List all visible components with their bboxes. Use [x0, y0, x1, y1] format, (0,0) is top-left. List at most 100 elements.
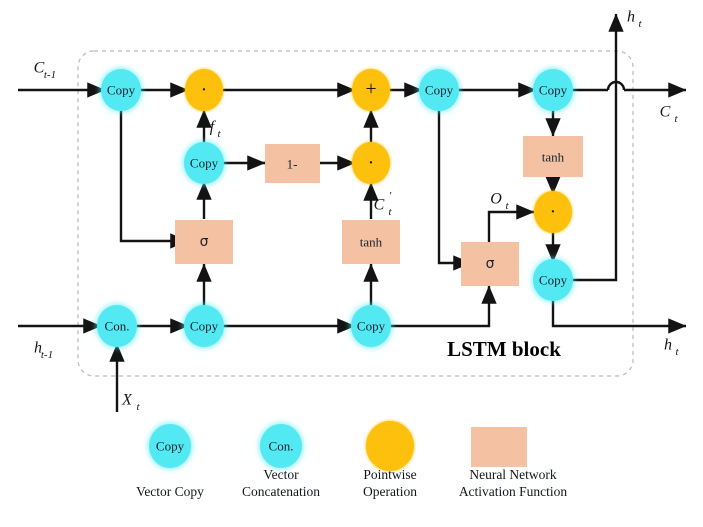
node-label: tanh — [542, 150, 565, 165]
node-sigma-output[interactable]: σ — [461, 242, 519, 286]
legend-activation-icon — [471, 427, 527, 467]
node-label: σ — [486, 256, 495, 272]
label-candidate: C ' t — [374, 190, 393, 218]
pointwise-op-shape — [534, 191, 572, 233]
legend-caption-line1: Vector Copy — [136, 484, 204, 499]
vector-copy-shape — [184, 142, 224, 184]
label-base: C — [34, 60, 45, 77]
legend-caption-line2: Operation — [363, 484, 417, 499]
legend: Copy Vector Copy Con. Vector Concatenati… — [136, 421, 567, 499]
vector-copy-shape — [101, 69, 141, 111]
wire-hidden-out-right — [551, 297, 687, 334]
legend-item-vector-concat: Con. Vector Concatenation — [242, 424, 320, 499]
node-copy-cell-2[interactable]: Copy — [533, 69, 573, 111]
wire-hidden-out-top — [570, 13, 624, 282]
node-copy-hidden[interactable]: Copy — [533, 259, 573, 301]
activation-box-shape — [523, 136, 583, 177]
label-input-xt: X t — [121, 392, 140, 414]
wire-group — [18, 13, 687, 412]
node-label: Copy — [539, 273, 568, 288]
legend-item-activation: Neural Network Activation Function — [459, 427, 568, 499]
label-subscript: t — [674, 113, 678, 125]
node-label: σ — [200, 234, 209, 250]
legend-caption-line2: Activation Function — [459, 484, 568, 499]
label-output-gate: O t — [490, 191, 509, 213]
node-label: tanh — [360, 235, 383, 250]
vector-copy-shape — [533, 69, 573, 111]
label-cell-in: C t-1 — [34, 60, 56, 82]
legend-vector-copy-icon — [149, 424, 191, 468]
node-one-minus[interactable]: 1- — [265, 144, 320, 183]
node-copy-cell-1[interactable]: Copy — [419, 69, 459, 111]
node-tanh-candidate[interactable]: tanh — [342, 220, 400, 264]
node-label: · — [368, 152, 375, 174]
label-hidden-out-right: h t — [664, 337, 679, 359]
legend-pointwise-icon — [366, 421, 414, 471]
legend-vector-concat-icon — [260, 424, 302, 468]
node-label: · — [201, 79, 208, 101]
node-add-cell[interactable]: + — [352, 69, 390, 111]
activation-box-shape — [175, 220, 233, 264]
label-cell-out: C t — [660, 104, 679, 126]
vector-copy-shape — [533, 259, 573, 301]
activation-box-shape — [461, 242, 519, 286]
label-base: f — [210, 119, 217, 136]
label-subscript: t — [217, 128, 221, 140]
label-subscript: t-1 — [44, 69, 56, 81]
legend-caption-line1: Pointwise — [363, 467, 416, 482]
node-label: · — [550, 201, 557, 223]
vector-copy-shape — [351, 305, 391, 347]
label-subscript: t — [505, 200, 509, 212]
label-base: h — [664, 337, 672, 354]
node-concat-input[interactable]: Con. — [97, 305, 137, 347]
legend-caption-line1: Neural Network — [469, 467, 557, 482]
node-mul-input[interactable]: · — [352, 142, 390, 184]
label-base: C — [374, 197, 385, 214]
node-label: + — [365, 78, 376, 100]
label-hidden-out-top: h t — [627, 9, 642, 31]
pointwise-op-shape — [352, 142, 390, 184]
node-copy-c-in[interactable]: Copy — [101, 69, 141, 111]
vector-copy-shape — [419, 69, 459, 111]
vector-concat-shape — [97, 305, 137, 347]
node-label: Copy — [357, 319, 386, 334]
node-mul-output[interactable]: · — [534, 191, 572, 233]
legend-caption-line2: Concatenation — [242, 484, 320, 499]
node-sigma-forget[interactable]: σ — [175, 220, 233, 264]
label-base: h — [627, 9, 635, 26]
node-copy-gate-2[interactable]: Copy — [351, 305, 391, 347]
wire-copy-cell1-to-sigma-output — [437, 107, 472, 271]
label-prime: ' — [389, 190, 392, 202]
wire-output-gate-to-mul — [487, 204, 535, 242]
wire-copy-cin-to-sigma-forget — [119, 107, 189, 249]
label-base: C — [660, 104, 671, 121]
node-label: Copy — [539, 83, 568, 98]
label-hidden-in: h t-1 — [34, 340, 53, 362]
node-label: Copy — [190, 319, 219, 334]
node-label: 1- — [287, 157, 298, 172]
node-label: Copy — [425, 83, 454, 98]
label-base: O — [490, 191, 502, 208]
node-label: Con. — [105, 319, 130, 334]
node-label: Copy — [107, 83, 136, 98]
label-subscript: t — [675, 346, 679, 358]
label-subscript: t — [388, 206, 392, 218]
vector-copy-shape — [184, 305, 224, 347]
label-subscript: t — [136, 401, 140, 413]
legend-icon-label: Copy — [156, 439, 185, 454]
wire-copy-gate2-to-sigma-output — [388, 285, 497, 328]
label-base: h — [34, 340, 42, 357]
legend-icon-label: Con. — [269, 439, 294, 454]
node-copy-forget[interactable]: Copy — [184, 142, 224, 184]
lstm-block-title: LSTM block — [447, 337, 561, 361]
label-subscript: t-1 — [41, 349, 53, 361]
node-copy-gate-1[interactable]: Copy — [184, 305, 224, 347]
label-subscript: t — [638, 18, 642, 30]
lstm-boundary-box — [77, 50, 634, 377]
node-tanh-out[interactable]: tanh — [523, 136, 583, 177]
pointwise-op-shape — [185, 69, 223, 111]
label-base: X — [121, 392, 133, 409]
node-mul-forget[interactable]: · — [185, 69, 223, 111]
